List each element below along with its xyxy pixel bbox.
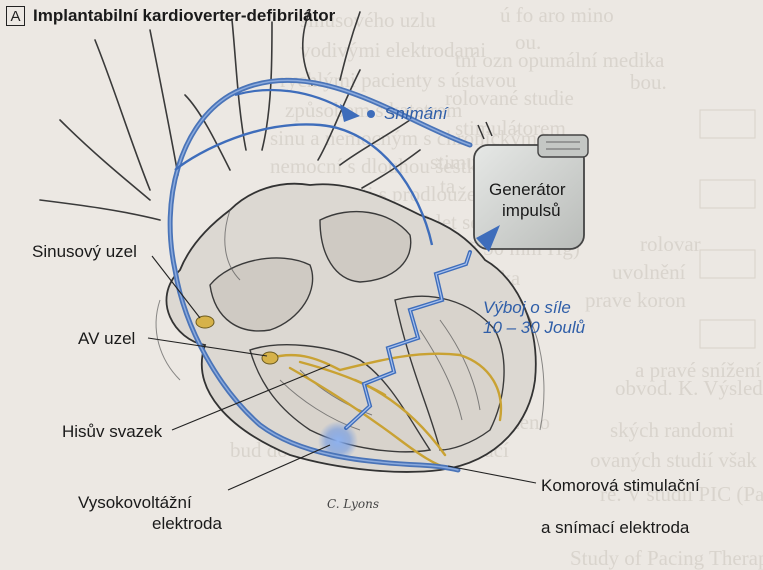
background-text-line: ských randomi xyxy=(610,418,735,442)
av-node-shape xyxy=(261,351,279,365)
background-text-line: rychlými pacienty s ústavou xyxy=(280,68,517,92)
sensing-arrow-head xyxy=(340,104,360,122)
label-generator-line2: impulsů xyxy=(502,201,561,220)
background-text-line: uvolnění xyxy=(612,260,686,284)
background-text-line: ou. xyxy=(515,30,542,54)
panel-letter-box: A xyxy=(6,6,25,26)
background-text-line: Study of Pacing Therapy xyxy=(570,546,763,570)
figure-title: Implantabilní kardioverter-defibrilátor xyxy=(33,6,336,25)
shock-glow xyxy=(318,421,358,461)
label-ventricular-electrode-line1: Komorová stimulační xyxy=(541,476,700,495)
vessels xyxy=(39,9,421,221)
label-shock-line1: Výboj o síle xyxy=(483,298,571,317)
figure-header: A Implantabilní kardioverter-defibriláto… xyxy=(6,6,335,26)
panel-letter: A xyxy=(10,7,21,25)
background-text-line: sinusového uzlu xyxy=(300,8,436,32)
background-text-line: a pravé snížení xyxy=(635,358,761,382)
background-text-line: ú fo aro mino xyxy=(500,3,614,27)
background-text-line: tní ozn opumální medika xyxy=(455,48,665,72)
background-text-line: ta xyxy=(440,174,456,198)
label-generator-line1: Generátor xyxy=(489,180,566,199)
label-hv-electrode-line1: Vysokovoltážní xyxy=(78,493,192,512)
label-av-node: AV uzel xyxy=(78,329,136,348)
label-shock-line2: 10 – 30 Joulů xyxy=(483,318,586,337)
background-text-line: obvod. K. Výsled xyxy=(615,376,763,400)
background-text-line: prave koron xyxy=(585,288,686,312)
leader-lines xyxy=(147,255,537,491)
arrow-head-icon xyxy=(476,225,500,252)
artist-signature: C. Lyons xyxy=(327,497,380,511)
sinus-node-shape xyxy=(195,315,215,329)
background-text-line: stimulátorem xyxy=(455,116,566,140)
background-text-line: ovaných studií však xyxy=(590,448,757,472)
background-text-line: rolované studie xyxy=(445,86,574,110)
label-hv-electrode-line2: elektroda xyxy=(152,514,222,533)
pulse-generator xyxy=(473,134,589,250)
background-text-line: bou. xyxy=(630,70,667,94)
background-text-line: rolovar xyxy=(640,232,701,256)
label-sensing: Snímání xyxy=(384,104,448,123)
background-text-line: způsobem s katetrem xyxy=(285,98,463,122)
sensing-arrow xyxy=(174,123,434,246)
sensing-dot-icon xyxy=(367,110,375,118)
background-text-line: re. V studii PIC (Pace xyxy=(600,482,763,506)
label-sinus-node: Sinusový uzel xyxy=(32,242,137,261)
label-ventricular-electrode-line2: a snímací elektroda xyxy=(541,518,690,537)
conduction-system xyxy=(268,352,503,470)
background-text-line: nemocní s dlouhou šestkou xyxy=(270,154,499,178)
label-his-bundle: Hisův svazek xyxy=(62,422,163,441)
